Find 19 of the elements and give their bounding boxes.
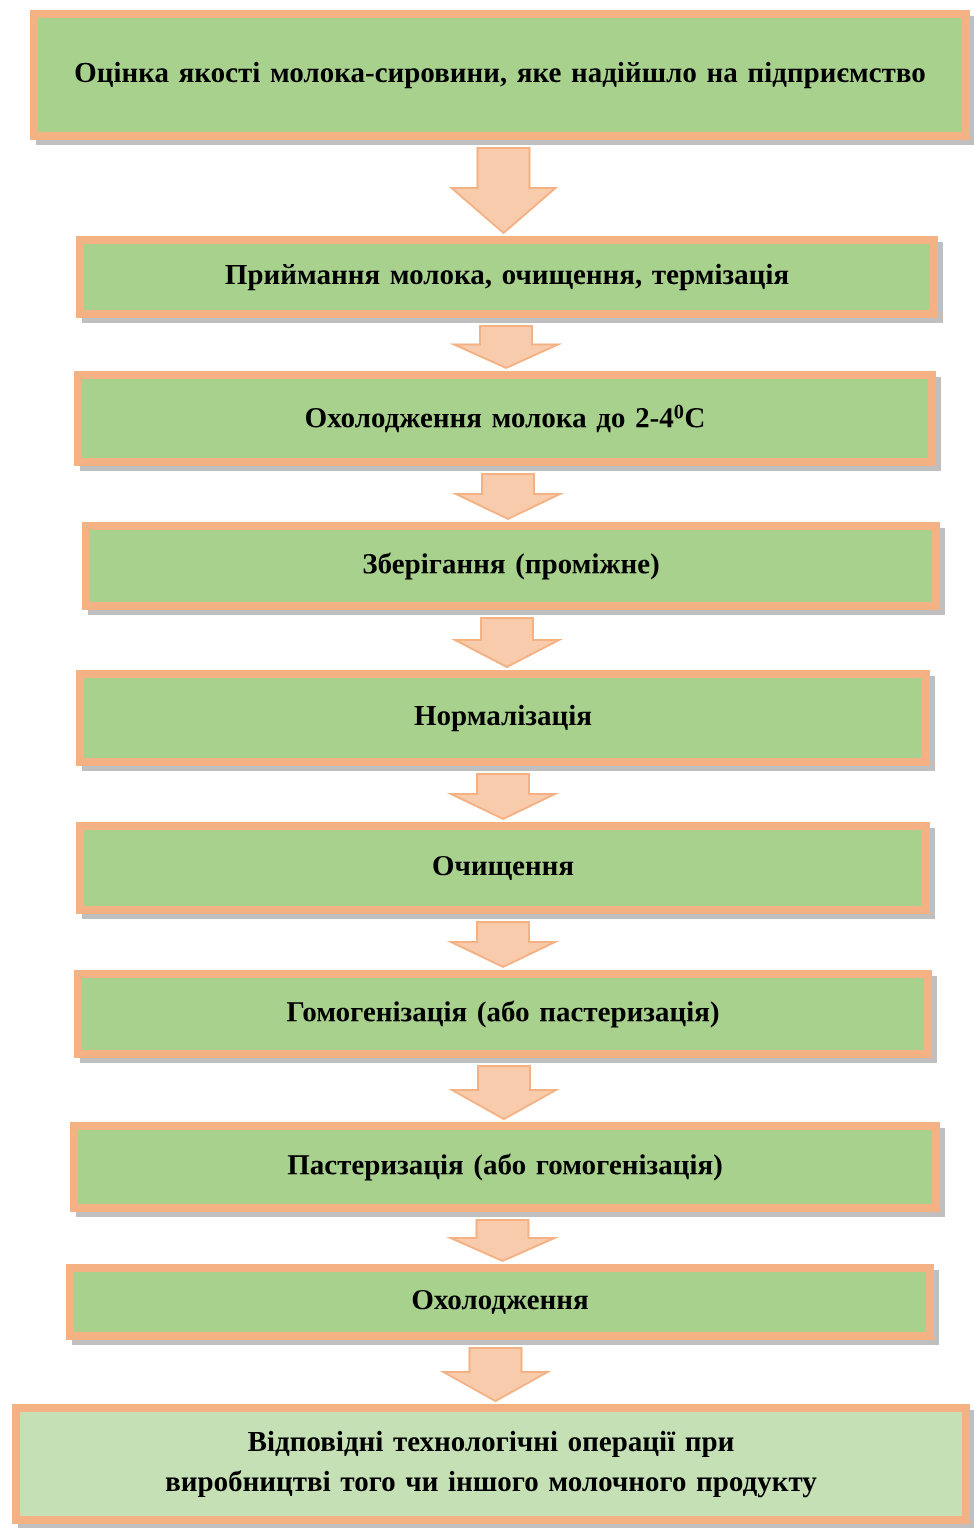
process-box: Відповідні технологічні операції при виробництві того чи іншого молочного продукту (12, 1404, 974, 1528)
process-box: Оцінка якості молока-сировини, яке надійшло на підприємство (30, 10, 974, 145)
process-box: Очищення (76, 822, 935, 919)
block-arrow (446, 921, 560, 969)
process-box: Охолодження (66, 1264, 939, 1345)
block-arrow (445, 1219, 560, 1263)
block-arrow (448, 1065, 560, 1121)
block-arrow (446, 773, 560, 821)
process-box: Пастеризація (або гомогенізація) (70, 1122, 945, 1217)
process-box: Гомогенізація (або пастеризація) (74, 970, 937, 1063)
block-arrow (449, 325, 563, 370)
block-arrow (450, 617, 564, 669)
process-box: Зберігання (проміжне) (82, 522, 945, 615)
process-box: Приймання молока, очищення, термізація (76, 236, 943, 323)
process-box: Нормалізація (76, 670, 935, 771)
block-arrow (451, 473, 565, 521)
block-arrow (439, 1347, 552, 1403)
process-box: Охолодження молока до 2-4$^{0}$С (74, 371, 941, 471)
block-arrow (448, 147, 559, 235)
